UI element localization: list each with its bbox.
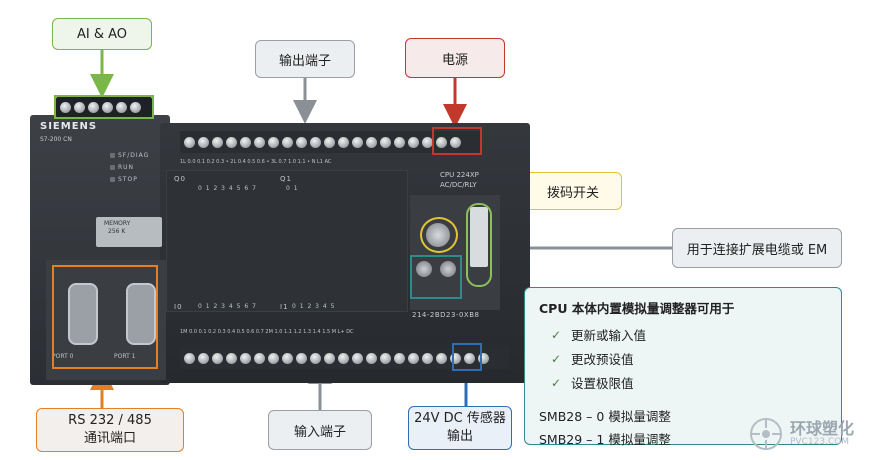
rs232-callout: RS 232 / 485 通讯端口	[36, 408, 184, 452]
sensor-sublabel: 输出	[446, 429, 473, 444]
sensor-highlight	[452, 343, 482, 371]
dip-switch-callout: 拨码开关	[524, 172, 622, 210]
power-label: 电源	[441, 52, 468, 68]
expansion-highlight	[466, 203, 492, 287]
sensor-label: 24V DC 传感器	[414, 411, 506, 426]
input-row0-digits: 0 1 2 3 4 5 6 7	[198, 303, 257, 310]
led-sf-diag-label: SF/DIAG	[118, 152, 150, 159]
check-icon: ✓	[551, 375, 562, 390]
panel-item-label: 设置极限值	[571, 376, 634, 391]
bottom-terminal-labels: 1M 0.0 0.1 0.2 0.3 0.4 0.5 0.6 0.7 2M 1.…	[180, 329, 354, 335]
led-stop	[110, 177, 115, 182]
plc-front-face	[166, 170, 408, 312]
cpu-type: AC/DC/RLY	[440, 181, 477, 189]
smb29-text: SMB29 – 1 模拟量调整	[539, 432, 671, 447]
rs232-highlight	[52, 265, 158, 369]
memory-label: MEMORY	[104, 220, 131, 227]
order-number: 214-2BD23-0XB8	[412, 311, 480, 319]
panel-title: CPU 本体内置模拟量调整器可用于	[539, 301, 735, 316]
cpu-model: CPU 224XP	[440, 171, 479, 179]
power-callout: 电源	[405, 38, 505, 78]
port0-label: PORT 0	[52, 353, 74, 360]
analog-pot-1	[440, 261, 456, 277]
check-icon: ✓	[551, 351, 562, 366]
port1-connector	[126, 283, 156, 345]
ai-ao-label: AI & AO	[76, 26, 128, 42]
analog-adjuster-panel: CPU 本体内置模拟量调整器可用于 ✓更新或输入值 ✓更改预设值 ✓设置极限值 …	[524, 287, 842, 447]
dip-switch-label: 拨码开关	[546, 185, 599, 201]
sensor-callout: 24V DC 传感器 输出	[408, 406, 512, 450]
memory-cartridge: MEMORY 256 K	[96, 217, 162, 247]
led-stop-label: STOP	[118, 176, 138, 183]
panel-item: ✓ 更改预设值	[551, 349, 827, 368]
smb28-text: SMB28 – 0 模拟量调整	[539, 409, 671, 424]
memory-size-label: 256 K	[108, 228, 126, 235]
ai-ao-callout: AI & AO	[52, 18, 152, 50]
expansion-callout: 用于连接扩展电缆或 EM	[672, 228, 842, 268]
panel-item-label: 更新或输入值	[571, 328, 647, 343]
output-row1-digits: 0 1	[286, 185, 299, 192]
rs232-sublabel: 通讯端口	[83, 431, 136, 446]
outputs-label: 输出端子	[278, 53, 331, 69]
led-run-label: RUN	[118, 164, 135, 171]
analog-pot-highlight	[410, 255, 462, 299]
rs232-label: RS 232 / 485	[68, 413, 152, 428]
output-row0-digits: 0 1 2 3 4 5 6 7	[198, 185, 257, 192]
input-row1-label: I1	[280, 303, 289, 311]
port1-label: PORT 1	[114, 353, 136, 360]
inputs-label: 输入端子	[293, 424, 346, 440]
led-run	[110, 165, 115, 170]
watermark-logo: 环球塑化 PVC123.COM	[748, 412, 880, 456]
output-row1-label: Q1	[280, 175, 292, 183]
panel-item: ✓ 更新或输入值	[551, 325, 827, 344]
port0-connector	[68, 283, 98, 345]
top-terminal-labels: 1L 0.0 0.1 0.2 0.3 • 2L 0.4 0.5 0.6 • 3L…	[180, 159, 332, 165]
output-row0-label: Q0	[174, 175, 186, 183]
input-row0-label: I0	[174, 303, 183, 311]
check-icon: ✓	[551, 327, 562, 342]
led-sf-diag	[110, 153, 115, 158]
input-row1-digits: 0 1 2 3 4 5	[292, 303, 336, 310]
outputs-callout: 输出端子	[255, 40, 355, 78]
power-highlight	[432, 127, 482, 155]
ai-ao-terminals	[56, 97, 152, 117]
panel-item-label: 更改预设值	[571, 352, 634, 367]
analog-pot-0	[416, 261, 432, 277]
plc-device: SIEMENS S7-200 CN SF/DIAG RUN STOP MEMOR…	[30, 95, 530, 385]
plc-brand: SIEMENS	[40, 121, 98, 132]
plc-model: S7-200 CN	[40, 136, 72, 143]
output-terminals	[180, 131, 480, 153]
ai-ao-highlight	[54, 95, 154, 119]
logo-emblem-icon	[750, 418, 782, 450]
panel-item: ✓ 设置极限值	[551, 373, 827, 392]
expansion-label: 用于连接扩展电缆或 EM	[686, 242, 828, 258]
inputs-callout: 输入端子	[268, 410, 372, 450]
logo-site: PVC123.COM	[790, 436, 850, 447]
dip-switch-highlight	[420, 217, 458, 253]
logo-name: 环球塑化	[790, 418, 855, 438]
expansion-connector	[470, 207, 488, 267]
input-terminals	[180, 347, 510, 369]
